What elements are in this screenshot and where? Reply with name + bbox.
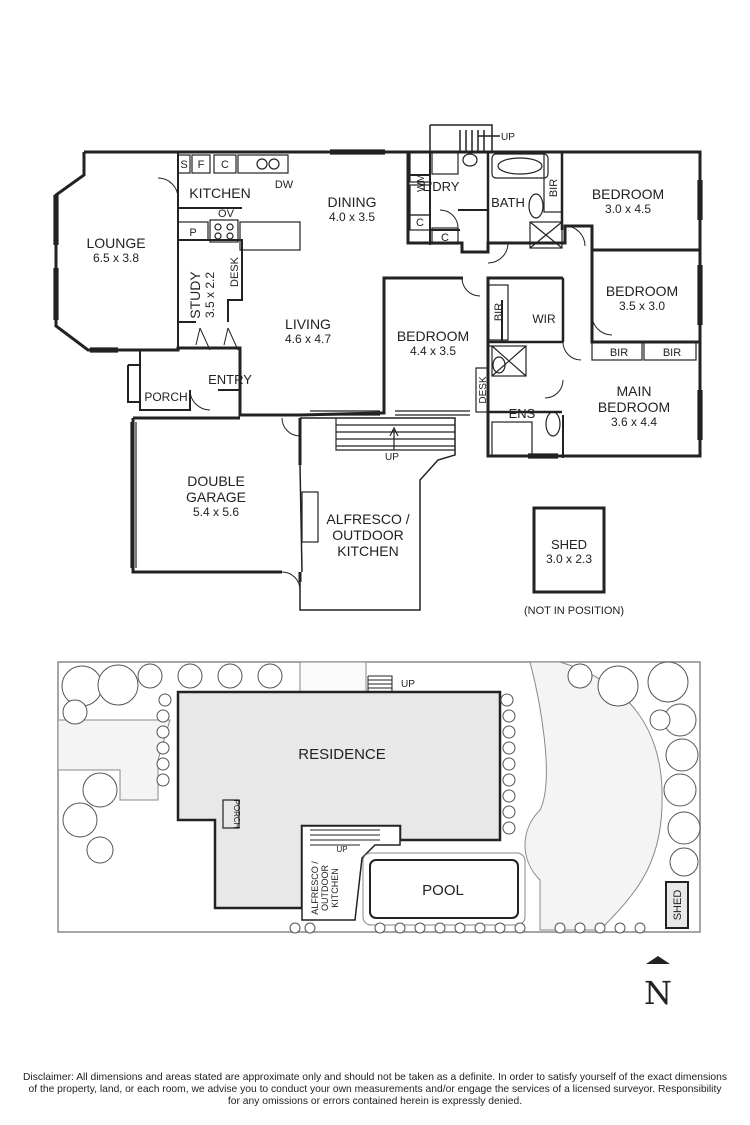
floor-plan (53, 124, 703, 611)
main-bedroom-dims: 3.6 x 4.4 (611, 415, 657, 429)
disclaimer-line-2: of the property, land, or each room, we … (28, 1084, 722, 1095)
alfresco-label-2: OUTDOOR (332, 527, 404, 543)
kitchen-c-label: C (221, 159, 229, 171)
porch-outline (127, 350, 240, 411)
site-alfresco-label-1: ALFRESCO / (310, 861, 320, 915)
site-alfresco-label-3: KITCHEN (330, 868, 340, 908)
bir-label-bath: BIR (548, 179, 560, 197)
bir-label-center: BIR (493, 303, 505, 321)
laundry-label: L'DRY (423, 179, 460, 194)
windows (53, 149, 703, 459)
garage-walls (131, 416, 302, 582)
door-swings (157, 177, 613, 591)
entry-label: ENTRY (208, 372, 252, 387)
alfresco-label-1: ALFRESCO / (326, 511, 409, 527)
bir-label-right-2: BIR (663, 347, 681, 359)
kitchen-fittings (177, 154, 301, 251)
site-pool-label: POOL (422, 882, 464, 899)
shed-note: (NOT IN POSITION) (524, 605, 624, 617)
alfresco-steps (335, 418, 455, 451)
study-label: STUDY (187, 271, 203, 319)
lawn-strip (299, 661, 367, 693)
bedroom-right-dims: 3.5 x 3.0 (619, 299, 665, 313)
site-back-steps (367, 675, 393, 692)
dining-label: DINING (328, 194, 377, 210)
desk-label-study: DESK (229, 256, 241, 287)
hedges (156, 693, 646, 934)
kitchen-ov-label: OV (218, 208, 235, 220)
laundry-fittings (409, 151, 459, 245)
garage-dims: 5.4 x 5.6 (193, 505, 239, 519)
site-up-label: UP (401, 679, 415, 690)
floor-plan-labels: LOUNGE 6.5 x 3.8 KITCHEN DINING 4.0 x 3.… (86, 132, 681, 617)
alfresco-steps-up-label: UP (385, 452, 399, 463)
porch-label: PORCH (144, 390, 187, 404)
living-dims: 4.6 x 4.7 (285, 332, 331, 346)
bedroom-top-right-dims: 3.0 x 4.5 (605, 202, 651, 216)
back-steps (429, 124, 500, 152)
shed-dims: 3.0 x 2.3 (546, 552, 592, 566)
trees (61, 661, 701, 877)
garage-door-window (130, 422, 137, 568)
bedroom-right-label: BEDROOM (606, 283, 678, 299)
garage-label-1: DOUBLE (187, 473, 245, 489)
study-dims: 3.5 x 2.2 (203, 272, 217, 318)
site-alfresco (301, 825, 401, 921)
site-plan-labels: RESIDENCE POOL UP UP PORCH ALFRESCO / OU… (232, 679, 684, 920)
kitchen-p-label: P (189, 227, 196, 239)
garage-label-2: GARAGE (186, 489, 246, 505)
bath-fittings (462, 153, 563, 249)
laundry-c-label-1: C (416, 217, 424, 229)
bath-label: BATH (491, 195, 525, 210)
kitchen-f-label: F (198, 159, 205, 171)
exterior-wall-west (54, 152, 463, 417)
disclaimer-line-1: Disclaimer: All dimensions and areas sta… (22, 1072, 727, 1083)
site-residence-label: RESIDENCE (298, 746, 386, 763)
bir-label-right-1: BIR (610, 347, 628, 359)
dining-dims: 4.0 x 3.5 (329, 210, 375, 224)
ensuite-wall (488, 278, 565, 414)
main-bedroom-label-1: MAIN (617, 383, 652, 399)
kitchen-dw-label: DW (275, 179, 294, 191)
ensuite-label: ENS (509, 406, 536, 421)
ensuite-fittings (488, 345, 561, 457)
site-shed-label: SHED (672, 890, 684, 921)
shed-label: SHED (551, 537, 587, 552)
lounge-dims: 6.5 x 3.8 (93, 251, 139, 265)
compass-north-label: N (644, 974, 672, 1012)
laundry-c-label-2: C (441, 232, 449, 244)
pool (369, 859, 519, 919)
site-alfresco-label-2: OUTDOOR (320, 865, 330, 911)
bedroom-top-right-label: BEDROOM (592, 186, 664, 202)
site-porch-label: PORCH (232, 800, 241, 829)
exterior-wall-east (486, 152, 702, 458)
compass: N (644, 956, 672, 1012)
kitchen-label: KITCHEN (189, 185, 250, 201)
wir-label: WIR (532, 312, 556, 326)
main-bedroom-label-2: BEDROOM (598, 399, 670, 415)
desk-label-ensuite: DESK (478, 376, 489, 404)
disclaimer: Disclaimer: All dimensions and areas sta… (10, 1072, 740, 1108)
site-shed (665, 881, 689, 929)
alfresco-walls (299, 417, 456, 611)
site-alfresco-up-label: UP (336, 845, 347, 854)
west-driveway (57, 719, 171, 801)
back-steps-up-label: UP (501, 132, 515, 143)
robe-lines (475, 151, 697, 413)
shed-outline (532, 506, 606, 594)
site-alfresco-steps (310, 829, 380, 846)
alfresco-label-3: KITCHEN (337, 543, 398, 559)
lounge-label: LOUNGE (86, 235, 145, 251)
alfresco-bbq (301, 491, 319, 543)
disclaimer-line-3: for any omissions or errors contained he… (227, 1096, 523, 1107)
bedroom-center-label: BEDROOM (397, 328, 469, 344)
bedroom-center-dims: 4.4 x 3.5 (410, 344, 456, 358)
wm-label: WM (416, 174, 427, 192)
site-porch (222, 799, 240, 829)
kitchen-s-label: S (180, 159, 187, 171)
living-label: LIVING (285, 316, 331, 332)
compass-arrow-icon (646, 956, 670, 964)
site-plan (57, 661, 701, 934)
